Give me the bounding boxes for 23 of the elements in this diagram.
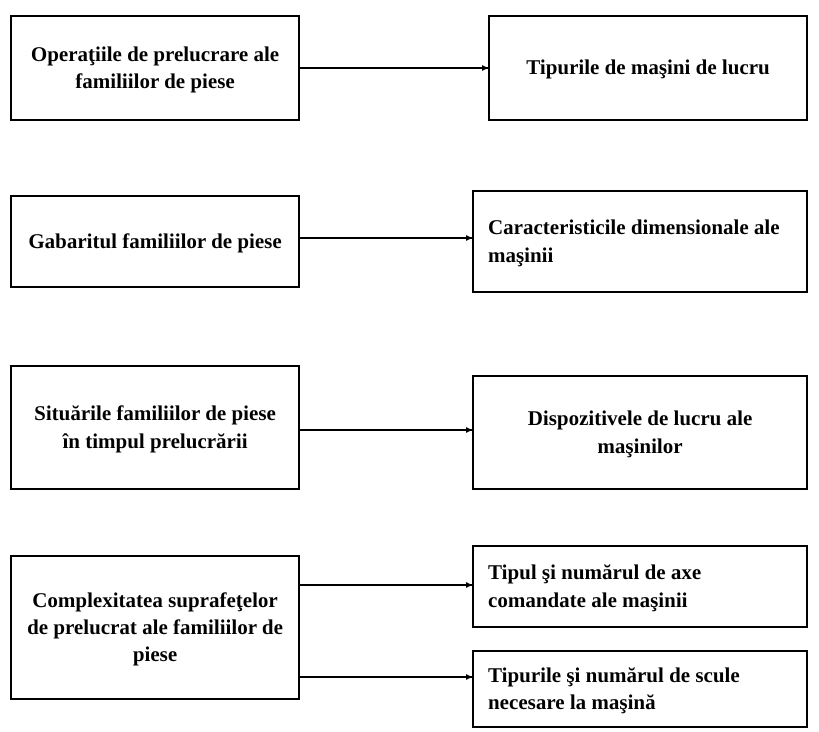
arrow xyxy=(300,427,472,433)
arrow xyxy=(300,582,472,588)
process-box xyxy=(472,190,808,293)
box-text: Operaţiile de prelucrare ale familiilor de piese xyxy=(30,40,280,95)
box-text: Complexitatea suprafeţelor de prelucrat ale familiilor de piese xyxy=(26,586,284,668)
box-text: Caracteristicile dimensionale ale maşinii xyxy=(488,214,781,268)
arrow xyxy=(300,674,472,680)
process-box xyxy=(10,365,300,490)
process-box xyxy=(10,15,300,121)
process-box xyxy=(472,375,808,490)
box-text: Tipurile de maşini de lucru xyxy=(526,54,770,82)
process-box xyxy=(472,545,808,628)
process-box xyxy=(488,15,808,121)
box-text: Situările familiilor de piese în timpul prelucrării xyxy=(33,400,277,454)
process-box xyxy=(10,555,300,700)
box-text: Tipurile şi numărul de scule necesare la maşină xyxy=(488,662,741,716)
process-box xyxy=(472,650,808,728)
box-text: Dispozitivele de lucru ale maşinilor xyxy=(526,405,754,460)
process-box xyxy=(10,195,300,288)
box-text: Gabaritul familiilor de piese xyxy=(28,228,282,255)
arrow xyxy=(300,65,488,71)
box-text: Tipul şi numărul de axe comandate ale maşinii xyxy=(488,559,702,614)
arrow xyxy=(300,235,472,241)
